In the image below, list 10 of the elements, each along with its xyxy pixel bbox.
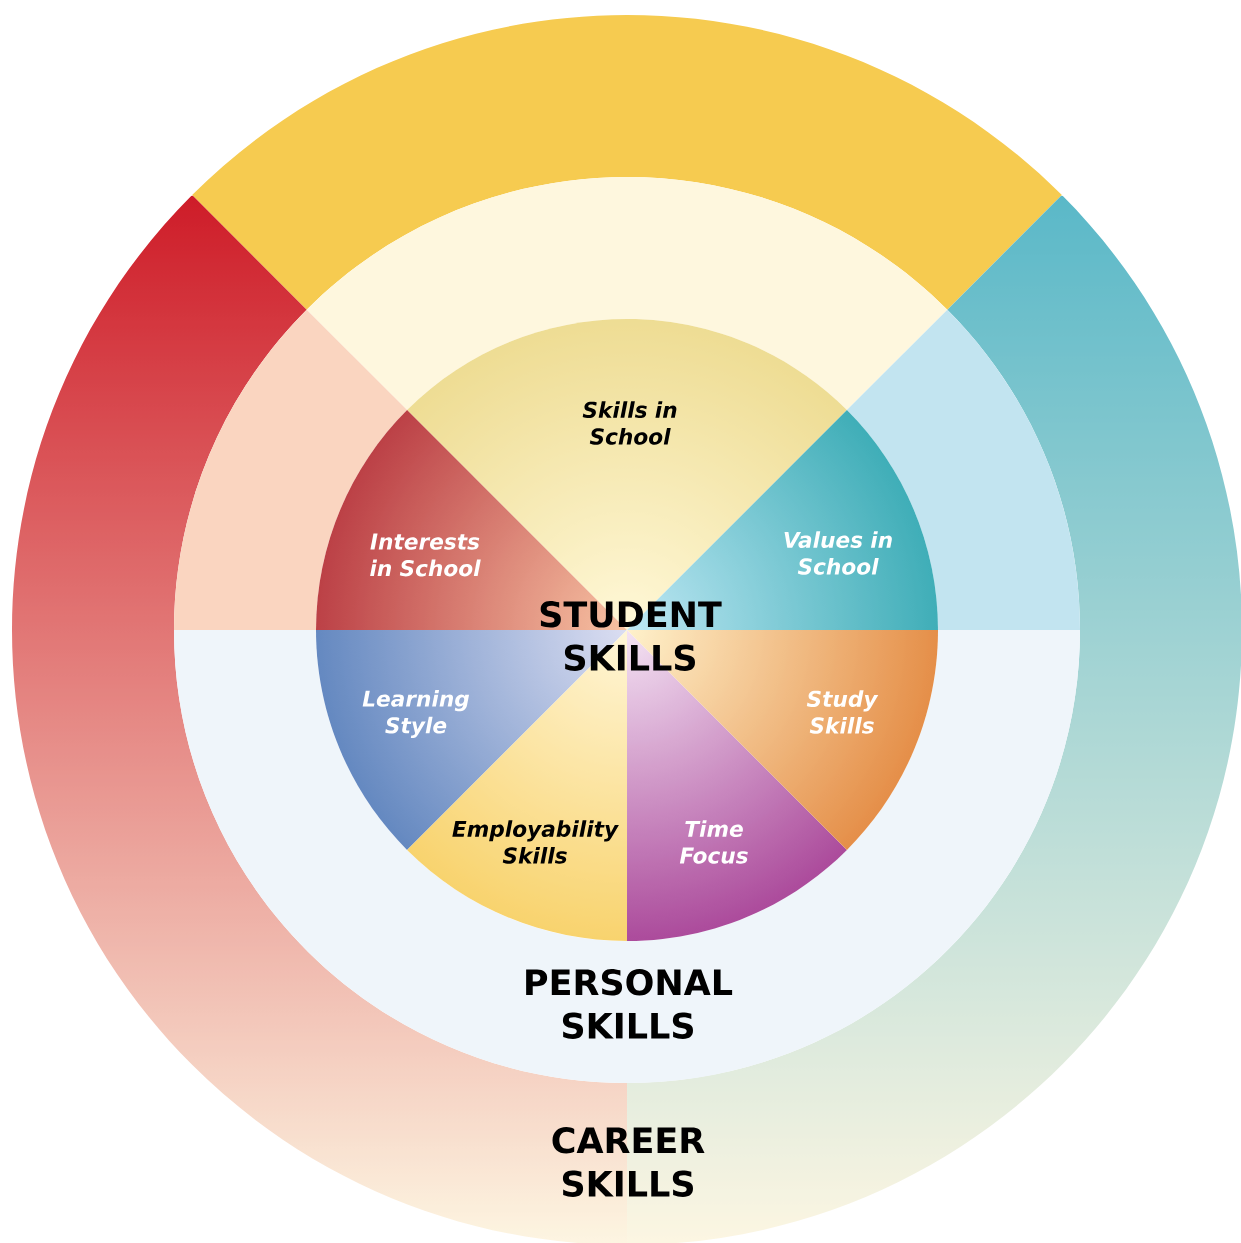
center-title: STUDENT SKILLS xyxy=(540,601,722,671)
pie-slice: Learning Style xyxy=(362,690,470,738)
pie-slice: Study Skills xyxy=(806,690,879,734)
pie-slice: Interests in School xyxy=(370,533,481,577)
pie-slice: Employability Skills xyxy=(452,820,619,864)
pie-slice: Values in School xyxy=(784,531,892,575)
pie-slice: Skills in School xyxy=(582,401,677,445)
ring-title: PERSONAL SKILLS xyxy=(526,969,733,1039)
ring-title: CAREER SKILLS xyxy=(552,1127,705,1197)
pie-slice: Time Focus xyxy=(679,820,748,864)
